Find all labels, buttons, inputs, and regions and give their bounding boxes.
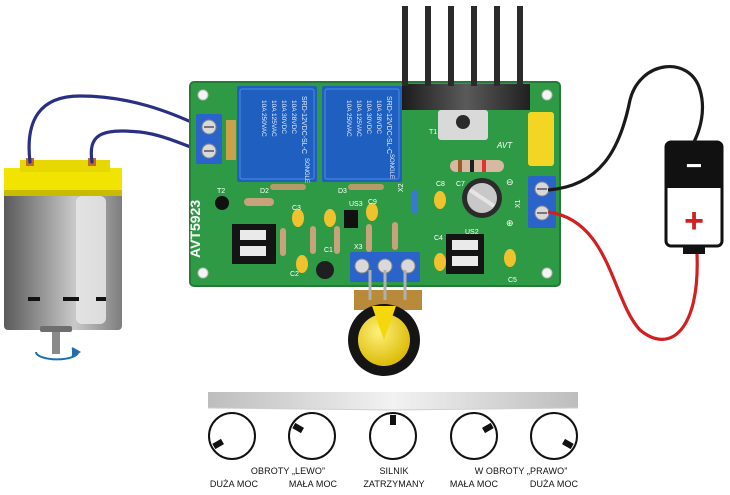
relay-1	[237, 86, 317, 182]
terminal-block-power	[528, 176, 556, 228]
silk-c2: C2	[290, 271, 299, 278]
label-stop-2: ZATRZYMANY	[363, 479, 425, 489]
relay-2	[322, 86, 402, 182]
dial-left-low	[288, 412, 336, 460]
silk-d2: D2	[260, 188, 269, 195]
resistors	[244, 160, 504, 256]
silk-c7: C7	[456, 181, 465, 188]
relay-2-spec-4: 10A 28VDC	[375, 100, 382, 134]
relay-2-spec-3: 10A 30VDC	[365, 100, 372, 134]
silk-d3: D3	[338, 188, 347, 195]
dial-pointer	[482, 422, 494, 434]
relay-2-spec: 10A 250VAC	[345, 100, 352, 137]
ic-us2	[446, 234, 484, 274]
silk-c9: C9	[368, 199, 377, 206]
dial-right-low	[450, 412, 498, 460]
dial-right-full	[530, 412, 578, 460]
label-right-direction: W OBROTY „PRAWO”	[474, 466, 568, 476]
board-model-label: AVT5923	[187, 200, 203, 258]
red-wire	[547, 210, 699, 341]
ic-us3	[344, 210, 358, 228]
dial-left-full	[208, 412, 256, 460]
relay-2-brand: SONGLE	[388, 154, 394, 179]
motor-wires	[27, 94, 202, 164]
dial-face	[450, 412, 498, 460]
silk-polarity-minus: ⊖	[506, 177, 514, 187]
battery-plus-sign: +	[684, 202, 704, 240]
terminal-block-motor	[196, 114, 222, 164]
dial-pointer	[212, 438, 224, 450]
relay-1-model: SRD-12VDC-SL-C	[300, 96, 307, 154]
silk-x1: X1	[515, 199, 522, 208]
diode-d1	[226, 120, 236, 160]
relay-1-brand: SONGLE	[303, 158, 309, 183]
silk-polarity-plus: ⊕	[506, 218, 514, 228]
terminal-block-potentiometer	[350, 252, 420, 282]
ic-us1	[232, 224, 276, 264]
dial-face	[369, 412, 417, 460]
relay-1-spec-3: 10A 30VDC	[280, 100, 287, 134]
silk-c4: C4	[434, 235, 443, 242]
label-right-full: DUŻA MOC	[529, 479, 579, 489]
dial-face	[208, 412, 256, 460]
silk-t2: T2	[217, 188, 225, 195]
dial-face	[288, 412, 336, 460]
board-logo: AVT	[496, 141, 513, 150]
relay-2-model: SRD-12VDC-SL-C	[385, 96, 392, 154]
relay-2-spec-2: 10A 125VAC	[355, 100, 362, 137]
label-right-low: MAŁA MOC	[449, 479, 499, 489]
capacitor-c6	[528, 112, 554, 166]
label-left-direction: OBROTY „LEWO”	[250, 466, 326, 476]
battery-minus-sign: −	[686, 150, 702, 181]
speed-scale-wedge	[208, 392, 578, 410]
capacitor-c7	[462, 178, 502, 218]
dial-pointer	[562, 438, 574, 450]
silk-c1: C1	[324, 247, 333, 254]
silk-us3: US3	[349, 201, 363, 208]
dial-stop	[369, 412, 417, 460]
silk-c5: C5	[508, 277, 517, 284]
relay-1-spec-4: 10A 28VDC	[290, 100, 297, 134]
dc-motor	[4, 158, 122, 354]
silk-t1: T1	[429, 129, 437, 136]
label-stop-1: SILNIK	[379, 466, 409, 476]
potentiometer-knob[interactable]	[348, 270, 422, 376]
silk-c8: C8	[436, 181, 445, 188]
rotation-arrow-icon	[35, 347, 82, 361]
black-wire	[547, 65, 705, 192]
dial-pointer	[292, 422, 304, 434]
capacitor-c1	[316, 261, 334, 279]
silk-c3: C3	[292, 205, 301, 212]
relay-1-spec-2: 10A 125VAC	[270, 100, 277, 137]
heatsink	[402, 6, 530, 140]
battery: − +	[664, 140, 724, 254]
ceramic-capacitors	[292, 191, 516, 273]
silk-x3: X3	[354, 244, 363, 251]
dial-face	[530, 412, 578, 460]
silk-us2: US2	[465, 229, 479, 236]
label-left-low: MAŁA MOC	[288, 479, 338, 489]
transistor-t2	[215, 196, 229, 210]
relay-1-spec: 10A 250VAC	[260, 100, 267, 137]
label-left-full: DUŻA MOC	[209, 479, 259, 489]
silk-x2: X2	[398, 183, 405, 192]
